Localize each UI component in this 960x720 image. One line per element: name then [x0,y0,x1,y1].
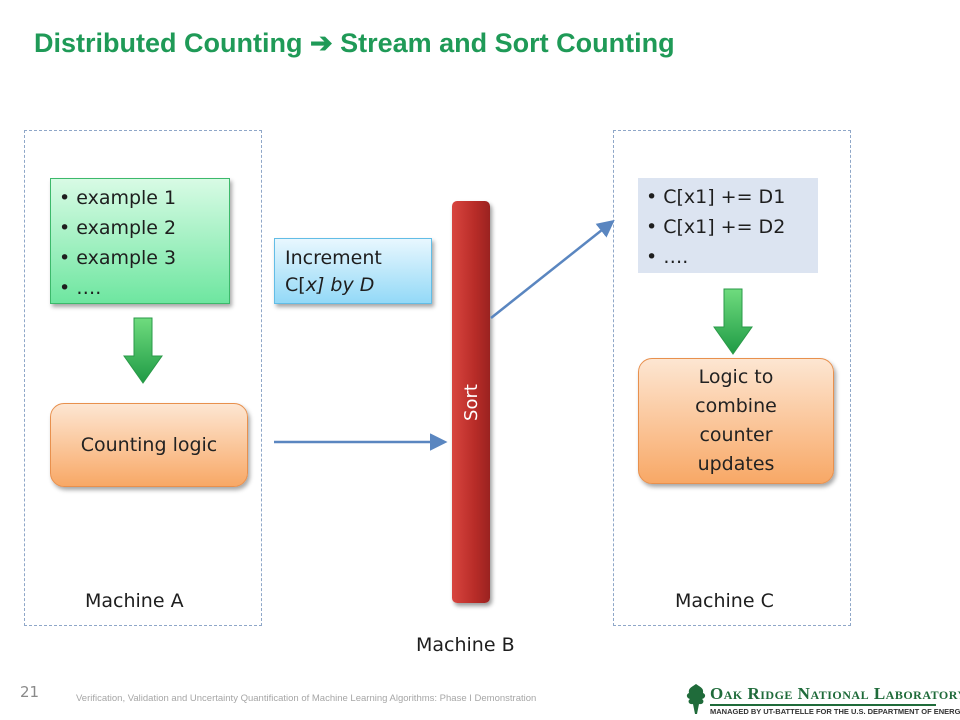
message-line-2: C[x] by D [285,272,421,299]
update-item: …. [646,242,810,272]
machine-b-label: Machine B [416,634,515,656]
machine-a-label: Machine A [85,590,184,612]
counting-logic-label: Counting logic [80,433,218,456]
logo-subtitle: MANAGED BY UT-BATTELLE FOR THE U.S. DEPA… [710,707,960,716]
combine-logic-label: Logic to combine counter updates [695,366,777,475]
update-item: C[x1] += D2 [646,212,810,242]
increment-message-box: Increment C[x] by D [274,238,432,304]
example-item: example 3 [59,243,229,273]
examples-box: example 1 example 2 example 3 …. [50,178,230,304]
message-mid: ] by [316,274,360,296]
combine-logic-box: Logic to combine counter updates [638,358,834,484]
message-var: x [305,274,317,296]
examples-list: example 1 example 2 example 3 …. [51,179,229,303]
updates-list: C[x1] += D1 C[x1] += D2 …. [646,182,810,272]
counting-logic-box: Counting logic [50,403,248,487]
down-arrow-icon [713,288,753,355]
page-number: 21 [20,683,40,701]
example-item: …. [59,273,229,303]
logo-divider [710,704,936,706]
sort-bar [452,201,490,603]
message-prefix: C[ [285,274,306,296]
update-item: C[x1] += D1 [646,182,810,212]
down-arrow-icon [123,317,163,384]
oak-leaf-icon [686,684,706,714]
message-line-1: Increment [285,247,382,269]
arrow-sort-to-c-icon [490,219,615,319]
example-item: example 2 [59,213,229,243]
machine-a-container [24,130,262,626]
machine-c-container [613,130,851,626]
ornl-logo: Oak Ridge National Laboratory MANAGED BY… [684,682,960,718]
counter-updates-box: C[x1] += D1 C[x1] += D2 …. [638,178,818,273]
logo-name: Oak Ridge National Laboratory [710,684,960,703]
machine-c-label: Machine C [675,590,774,612]
message-end: D [359,274,375,296]
example-item: example 1 [59,183,229,213]
slide-title: Distributed Counting ➔ Stream and Sort C… [34,28,675,58]
footer-text: Verification, Validation and Uncertainty… [76,693,537,704]
